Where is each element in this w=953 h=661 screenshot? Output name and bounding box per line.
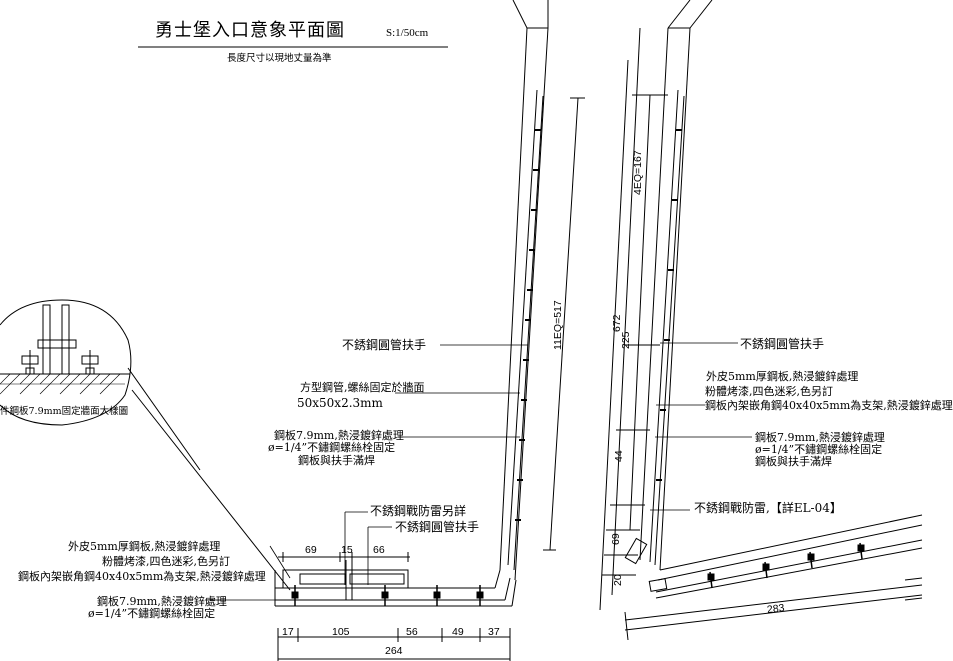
- right-guard-label: 不銹鋼戰防雷,【詳EL-04】: [694, 501, 842, 515]
- left-plate-label-1: 鋼板7.9mm,熱浸鍍鋅處理: [274, 429, 404, 442]
- dim-total-264: 264: [385, 645, 403, 657]
- right-skin-label-1: 外皮5mm厚鋼板,熱浸鍍鋅處理: [706, 370, 859, 383]
- left-plate-label-2: ø=1/4”不鏽鋼螺絲栓固定: [268, 441, 396, 454]
- dim-vertical-11eq: 11EQ=517: [552, 300, 564, 350]
- left-skin-label-3: 鋼板內架嵌角鋼40x40x5mm為支架,熱浸鍍鋅處理: [18, 570, 266, 583]
- scale-label: S:1/50cm: [386, 27, 429, 39]
- left-guard-label: 不銹鋼戰防雷另詳: [370, 504, 467, 518]
- dim-right-283: 283: [766, 601, 786, 617]
- right-plate-label-3: 鋼板與扶手滿焊: [755, 455, 832, 468]
- right-elevation: [599, 0, 923, 641]
- dim-right-44: 44: [613, 450, 625, 462]
- right-leaders: [650, 342, 752, 511]
- dim-bottom-17: 17: [282, 626, 294, 638]
- left-bottom-plate-label-2: ø=1/4”不鏽鋼螺絲栓固定: [88, 607, 216, 620]
- left-plate-label-3: 鋼板與扶手滿焊: [298, 454, 375, 467]
- left-handrail-label-2: 不銹鋼圓管扶手: [395, 520, 480, 534]
- right-handrail-label: 不銹鋼圓管扶手: [740, 337, 825, 351]
- page-title: 勇士堡入口意象平面圖: [155, 20, 345, 41]
- left-leaders: [205, 344, 528, 601]
- right-plate-label-1: 鋼板7.9mm,熱浸鍍鋅處理: [755, 431, 885, 444]
- left-skin-label-1: 外皮5mm厚鋼板,熱浸鍍鋅處理: [68, 540, 221, 553]
- left-elevation: [274, 0, 585, 661]
- dim-right-69: 69: [610, 533, 622, 545]
- dim-right-4eq: 4EQ=167: [632, 150, 644, 195]
- left-square-pipe-label: 方型鋼管,螺絲固定於牆面: [300, 381, 425, 394]
- drawing-canvas: [0, 0, 923, 661]
- right-skin-label-3: 鋼板內架嵌角鋼40x40x5mm為支架,熱浸鍍鋅處理: [705, 399, 953, 412]
- left-skin-label-2: 粉體烤漆,四色迷彩,色另訂: [102, 555, 230, 568]
- right-plate-label-2: ø=1/4”不鏽鋼螺絲栓固定: [755, 443, 883, 456]
- left-handrail-label: 不銹鋼圓管扶手: [342, 338, 427, 352]
- left-square-pipe-size: 50x50x2.3mm: [297, 396, 383, 410]
- dim-right-672: 672: [611, 314, 623, 332]
- dim-right-225: 225: [620, 331, 632, 349]
- dim-bottom-49: 49: [452, 626, 464, 638]
- dim-bottom-105: 105: [332, 626, 350, 638]
- dim-top-69: 69: [305, 544, 317, 556]
- right-skin-label-2: 粉體烤漆,四色迷彩,色另訂: [705, 385, 833, 398]
- dim-bottom-56: 56: [406, 626, 418, 638]
- subtitle: 長度尺寸以現地丈量為準: [227, 53, 332, 64]
- dim-bottom-37: 37: [488, 626, 500, 638]
- left-bottom-plate-label-1: 鋼板7.9mm,熱浸鍍鋅處理: [97, 595, 227, 608]
- dim-right-20: 20: [612, 574, 624, 586]
- dim-top-66: 66: [373, 544, 385, 556]
- dim-top-15: 15: [341, 544, 353, 556]
- detail-circle: [0, 299, 291, 591]
- detail-caption: 件鋼板7.9mm固定牆面大樣圖: [0, 406, 129, 417]
